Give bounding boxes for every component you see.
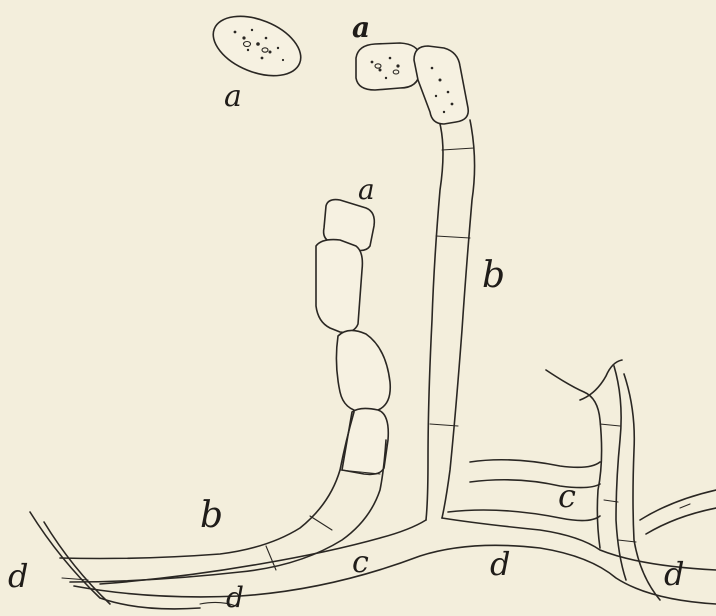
isolated-spore [205,5,310,88]
label-thread-d-right: d [664,558,684,590]
germinating-spores [356,43,468,124]
spore-chain [316,200,390,475]
label-spore-top-middle: a [352,14,370,42]
mycelium-base [30,512,716,609]
hypha-b-right [426,120,475,520]
label-hypha-b-left: b [200,498,223,534]
label-mycelium-c-bottom: c [352,548,369,578]
label-mycelium-c-right: c [558,480,576,512]
label-spore-top-left: a [224,82,242,112]
hypha-b-left [60,412,386,582]
label-spore-chain: a [358,176,375,204]
label-hypha-b-right: b [482,258,505,294]
label-thread-d-center: d [490,548,510,580]
label-thread-d-bottom: d [226,584,244,612]
label-thread-d-left: d [8,560,28,592]
